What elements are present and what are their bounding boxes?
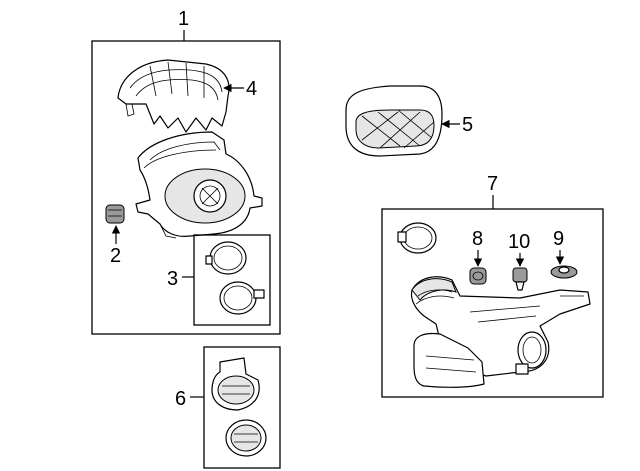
callout-9[interactable]: 9 — [553, 228, 564, 250]
callout-5[interactable]: 5 — [462, 114, 473, 136]
grommet — [105, 204, 125, 224]
air-cleaner-housing — [135, 131, 263, 239]
callout-10[interactable]: 10 — [508, 231, 530, 253]
assembly-box-1 — [91, 40, 281, 335]
callout-2[interactable]: 2 — [110, 245, 121, 267]
air-filter-element — [345, 85, 443, 157]
grommet-9 — [550, 265, 578, 279]
adapter-assembly-group: 6 — [175, 346, 281, 469]
callout-8[interactable]: 8 — [472, 228, 483, 250]
adapter-lower — [225, 419, 267, 457]
callout-4[interactable]: 4 — [246, 78, 257, 100]
assembly-box-6 — [203, 346, 281, 469]
callout-1[interactable]: 1 — [178, 8, 189, 30]
grommet-8 — [469, 267, 487, 285]
callout-6[interactable]: 6 — [175, 388, 186, 410]
air-cleaner-cover — [117, 59, 230, 133]
push-pin-10 — [512, 267, 528, 291]
adapter-upper — [211, 357, 260, 411]
clamp-lower — [219, 281, 265, 315]
clamp-upper — [205, 241, 247, 275]
outlet-duct-assembly-group: 7 8 10 9 — [381, 173, 604, 398]
callout-7[interactable]: 7 — [487, 173, 498, 195]
air-cleaner-assembly-group: 1 4 2 3 — [91, 8, 281, 335]
outlet-duct — [410, 276, 591, 388]
assembly-box-3 — [193, 234, 271, 326]
callout-3[interactable]: 3 — [167, 268, 178, 290]
duct-clamp — [397, 222, 437, 254]
